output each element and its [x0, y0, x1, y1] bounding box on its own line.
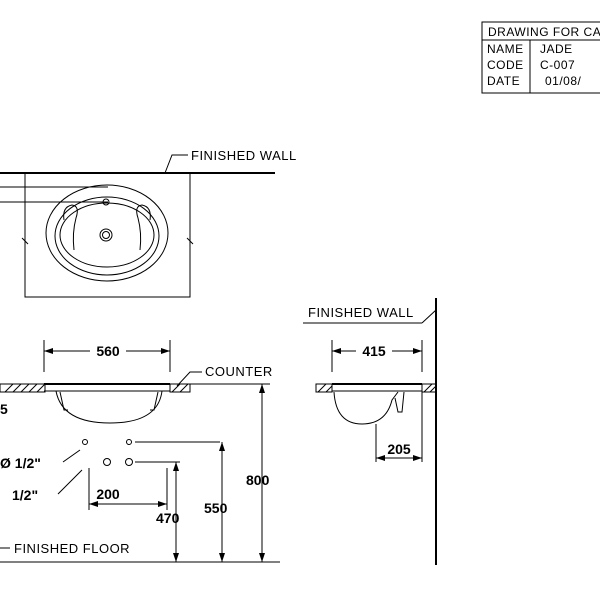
dim-text-205: 205 [387, 441, 411, 457]
drain-inner [102, 231, 110, 239]
dim-text-560: 560 [96, 343, 120, 359]
basin-bowl-front [55, 390, 163, 424]
side-elevation: FINISHED WALL 415 205 [303, 298, 437, 565]
title-row-label-name: NAME [487, 42, 524, 56]
overflow-slot-right [136, 204, 151, 251]
basin-inner-rim [54, 196, 160, 276]
counter-slab-side-right [421, 383, 437, 393]
pipe-label-lower: 1/2" [12, 487, 38, 503]
overflow-slot-left [63, 204, 78, 251]
dim-text-800: 800 [246, 472, 270, 488]
title-row-value-name: JADE [540, 42, 573, 56]
front-elevation: 560 COUNTER 5 [0, 340, 280, 563]
dim-text-cut: 5 [0, 401, 8, 417]
plan-view: FINISHED WALL [0, 148, 297, 298]
counter-slab-side-left [315, 383, 333, 393]
basin-outer-rim [45, 184, 169, 282]
counter-outline-plan [24, 173, 191, 298]
basin-bowl-side [333, 391, 399, 425]
pipe-point-right-lower [125, 458, 133, 466]
tap-hole [102, 198, 110, 206]
finished-wall-label-side: FINISHED WALL [308, 305, 414, 320]
title-row-label-code: CODE [487, 58, 524, 72]
pipe-point-right-upper [126, 439, 132, 445]
dim-text-550: 550 [204, 500, 228, 516]
basin-bowl [59, 202, 155, 268]
pipe-point-left-lower [103, 458, 111, 466]
dim-text-200: 200 [96, 486, 120, 502]
dim-text-470: 470 [156, 510, 180, 526]
counter-leader [176, 371, 202, 387]
title-row-value-date: 01/08/ [545, 74, 582, 88]
title-block: DRAWING FOR CA NAME JADE CODE C-007 DATE… [481, 21, 600, 94]
pipe-point-left-upper [82, 439, 88, 445]
counter-label: COUNTER [205, 364, 273, 379]
dim-text-415: 415 [362, 343, 386, 359]
title-block-heading: DRAWING FOR CA [488, 25, 600, 39]
counter-slab-left [0, 383, 46, 393]
finished-wall-leader-top [164, 154, 188, 174]
drain-outer [99, 228, 113, 242]
finished-floor-label: FINISHED FLOOR [14, 541, 130, 556]
pipe-label-upper: Ø 1/2" [0, 455, 41, 471]
title-row-label-date: DATE [487, 74, 520, 88]
finished-wall-label-top: FINISHED WALL [191, 148, 297, 163]
title-row-value-code: C-007 [540, 58, 575, 72]
